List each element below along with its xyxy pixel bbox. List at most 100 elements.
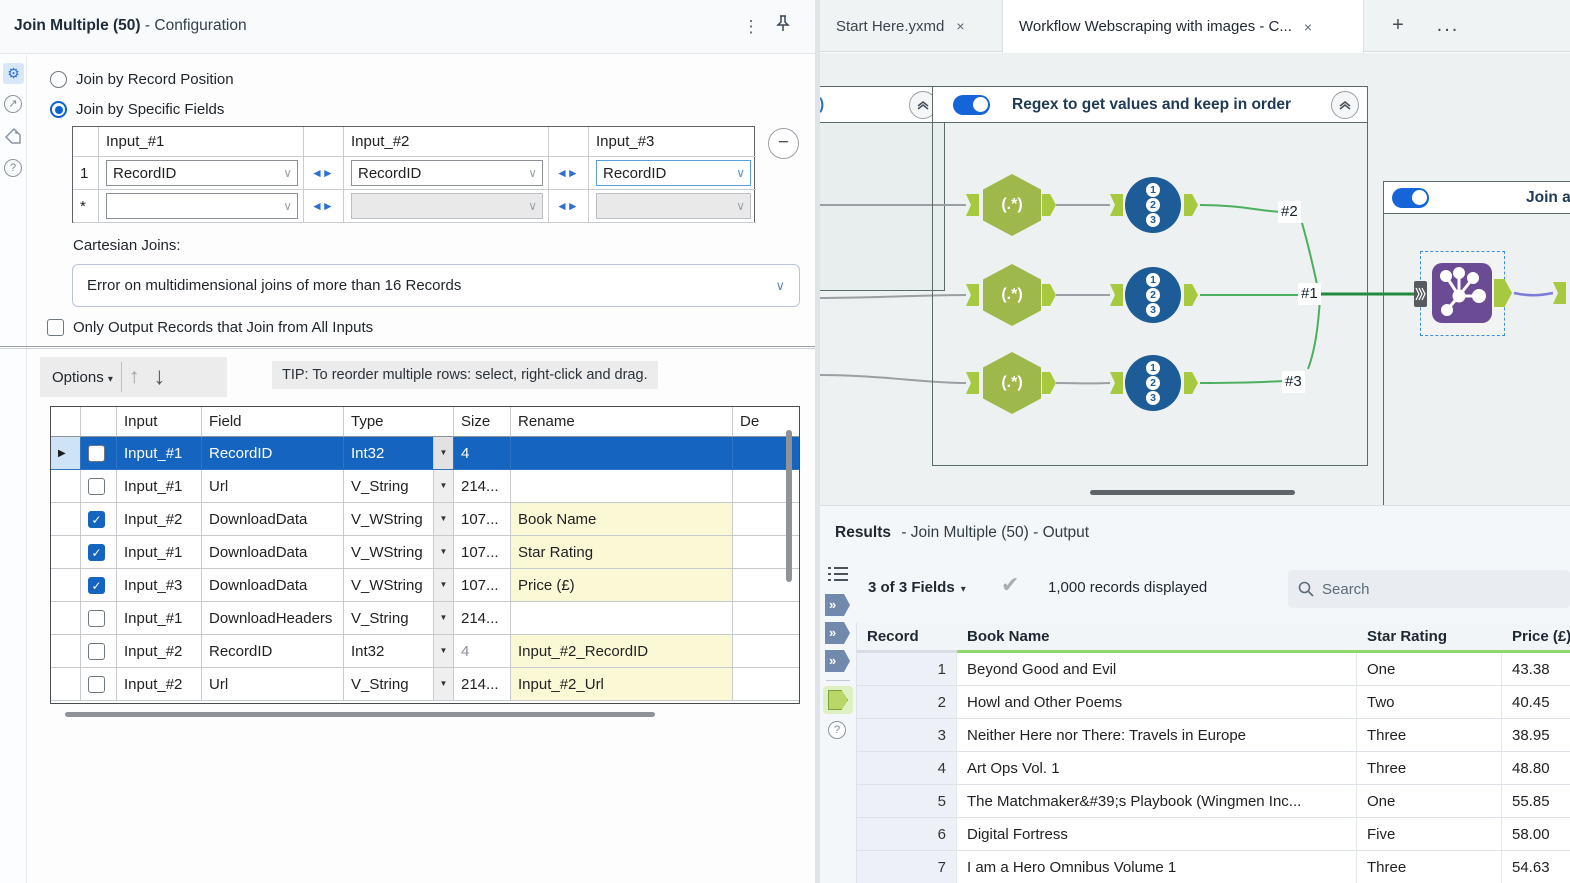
radio-join-specific-fields[interactable] [50,101,67,118]
row-selector[interactable]: ▶ [51,437,81,470]
input-anchor-1-icon[interactable]: » [825,594,850,616]
row-selector[interactable] [51,470,81,503]
cell-rename[interactable]: Price (£) [511,569,733,602]
cell-rename[interactable] [511,437,733,470]
join-field-dropdown-new3[interactable]: ∨ [596,193,751,219]
cell-type[interactable]: V_String▼ [344,668,454,701]
cell-rename[interactable]: Input_#2_RecordID [511,635,733,668]
cell-type[interactable]: V_String▼ [344,602,454,635]
type-dropdown-icon[interactable]: ▼ [433,635,453,667]
grid-row[interactable]: ✓ Input_#1 DownloadData V_WString▼ 107..… [51,536,799,569]
grid-row[interactable]: ▶ Input_#1 RecordID Int32▼ 4 [51,437,799,470]
canvas-horizontal-scrollbar[interactable] [1090,490,1295,495]
join-field-dropdown-input1[interactable]: RecordID∨ [106,160,298,186]
row-selector[interactable] [51,503,81,536]
table-row[interactable]: 3 Neither Here nor There: Travels in Eur… [857,719,1570,752]
row-selector[interactable] [51,635,81,668]
cell-type[interactable]: V_String▼ [344,470,454,503]
row-checkbox[interactable] [88,643,105,660]
tab-overflow-button[interactable]: ... [1428,0,1468,51]
row-selector[interactable] [51,668,81,701]
recordid-tool[interactable]: 1 2 3 [1125,355,1181,411]
new-tab-button[interactable]: + [1378,0,1418,51]
container-toggle[interactable] [1392,188,1429,208]
cartesian-joins-select[interactable]: Error on multidimensional joins of more … [72,264,800,307]
cell-rename[interactable]: Book Name [511,503,733,536]
metadata-list-icon[interactable] [828,566,848,583]
row-checkbox[interactable] [88,676,105,693]
move-up-icon[interactable]: ↑ [122,365,147,389]
table-row[interactable]: 5 The Matchmaker&#39;s Playbook (Wingmen… [857,785,1570,818]
recordid-tool[interactable]: 1 2 3 [1125,267,1181,323]
grid-horizontal-scrollbar[interactable] [65,712,655,717]
cell-type[interactable]: Int32▼ [344,437,454,470]
container-toggle[interactable] [953,95,990,115]
row-checkbox[interactable] [88,445,105,462]
swap-arrows-icon[interactable]: ◄► [549,157,589,190]
cell-description[interactable] [733,602,799,635]
gear-icon[interactable]: ⚙ [3,63,24,84]
swap-arrows-icon[interactable]: ◄► [549,190,589,223]
grid-row[interactable]: ✓ Input_#2 DownloadData V_WString▼ 107..… [51,503,799,536]
data-quality-check-icon[interactable]: ✔ [1001,572,1019,598]
row-checkbox[interactable] [88,610,105,627]
grid-row[interactable]: Input_#1 DownloadHeaders V_String▼ 214..… [51,602,799,635]
close-icon[interactable]: × [1304,19,1312,35]
row-checkbox[interactable] [88,478,105,495]
move-down-icon[interactable]: ↓ [146,363,172,391]
cell-description[interactable] [733,635,799,668]
cell-rename[interactable]: Input_#2_Url [511,668,733,701]
cell-type[interactable]: V_WString▼ [344,503,454,536]
col-header-record[interactable]: Record [857,623,957,653]
row-selector[interactable] [51,602,81,635]
col-header-star-rating[interactable]: Star Rating [1357,623,1502,653]
cell-type[interactable]: Int32▼ [344,635,454,668]
cell-rename[interactable] [511,602,733,635]
grid-vertical-scrollbar[interactable] [786,430,792,582]
type-dropdown-icon[interactable]: ▼ [433,437,453,469]
row-selector[interactable] [51,536,81,569]
row-checkbox[interactable]: ✓ [88,544,105,561]
type-dropdown-icon[interactable]: ▼ [433,668,453,700]
tag-icon[interactable] [4,127,23,146]
row-checkbox[interactable]: ✓ [88,577,105,594]
grid-row[interactable]: ✓ Input_#3 DownloadData V_WString▼ 107..… [51,569,799,602]
pin-icon[interactable] [774,14,800,40]
type-dropdown-icon[interactable]: ▼ [433,569,453,601]
search-box[interactable] [1288,570,1570,608]
workflow-canvas[interactable]: ) Regex to get va [820,53,1570,505]
tab-workflow-webscraping[interactable]: Workflow Webscraping with images - C... … [1002,0,1364,53]
type-dropdown-icon[interactable]: ▼ [433,536,453,568]
join-multiple-input-anchor[interactable] [1414,281,1427,307]
join-field-dropdown-input3[interactable]: RecordID∨ [596,160,751,186]
input-anchor-2-icon[interactable]: » [825,622,850,644]
type-dropdown-icon[interactable]: ▼ [433,470,453,502]
input-anchor-3-icon[interactable]: » [825,650,850,672]
cell-rename[interactable]: Star Rating [511,536,733,569]
col-header-price[interactable]: Price (£) [1502,623,1570,653]
fields-dropdown[interactable]: 3 of 3 Fields▾ [868,579,966,596]
close-icon[interactable]: × [956,18,964,34]
options-menu-button[interactable]: Options ▾ [40,369,121,386]
grid-row[interactable]: Input_#2 Url V_String▼ 214... Input_#2_U… [51,668,799,701]
col-header-book-name[interactable]: Book Name [957,623,1357,653]
cell-description[interactable] [733,668,799,701]
open-example-icon[interactable]: ↗ [4,95,22,113]
table-row[interactable]: 4 Art Ops Vol. 1 Three 48.80 [857,752,1570,785]
search-input[interactable] [1322,581,1552,598]
cell-rename[interactable] [511,470,733,503]
grid-row[interactable]: Input_#1 Url V_String▼ 214... [51,470,799,503]
collapse-container-button[interactable] [1331,91,1359,119]
join-field-dropdown-new2[interactable]: ∨ [351,193,543,219]
swap-arrows-icon[interactable]: ◄► [304,157,344,190]
table-row[interactable]: 7 I am a Hero Omnibus Volume 1 Three 54.… [857,851,1570,883]
grid-row[interactable]: Input_#2 RecordID Int32▼ 4 Input_#2_Reco… [51,635,799,668]
join-field-dropdown-new1[interactable]: ∨ [106,193,298,219]
table-row[interactable]: 6 Digital Fortress Five 58.00 [857,818,1570,851]
swap-arrows-icon[interactable]: ◄► [304,190,344,223]
row-selector[interactable] [51,569,81,602]
only-output-checkbox[interactable] [47,319,64,336]
help-icon[interactable]: ? [4,159,22,177]
table-row[interactable]: 1 Beyond Good and Evil One 43.38 [857,653,1570,686]
help-icon[interactable]: ? [828,721,846,739]
